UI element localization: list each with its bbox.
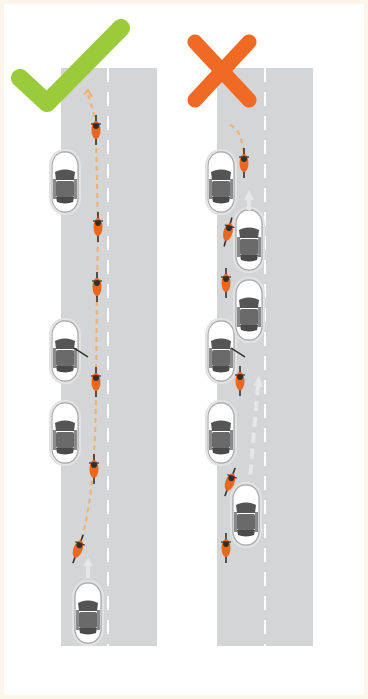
parked-car	[206, 319, 236, 383]
moving-car	[234, 278, 264, 342]
parked-car	[50, 401, 80, 465]
parked-car	[50, 150, 80, 214]
parked-car	[206, 150, 236, 214]
moving-car	[231, 483, 261, 547]
moving-car	[234, 208, 264, 272]
moving-car	[73, 581, 103, 645]
parked-car	[206, 401, 236, 465]
parked-car	[50, 319, 80, 383]
